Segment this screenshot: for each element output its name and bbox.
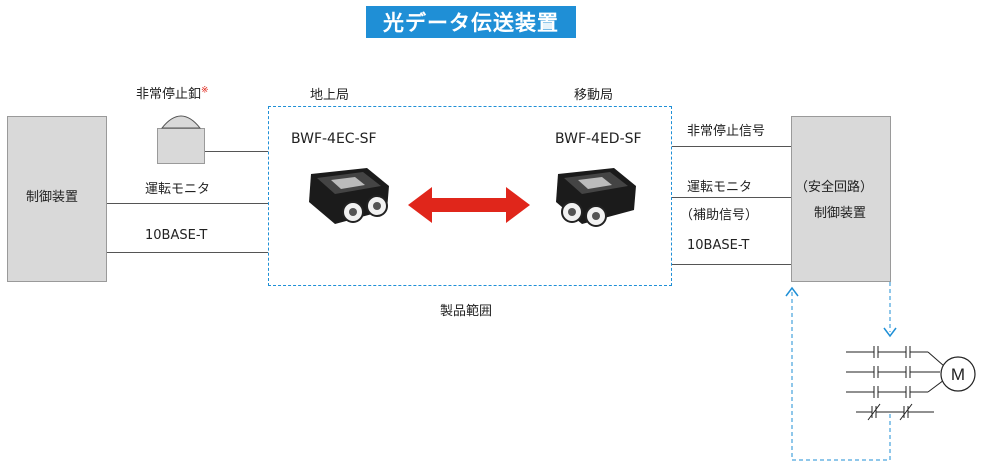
left-control-device-label: 制御装置 (26, 190, 79, 205)
estop-line (205, 151, 268, 152)
right-control-device-line1: （安全回路） (795, 180, 874, 195)
left-network-line (107, 252, 268, 253)
ground-station-model: BWF-4EC-SF (291, 131, 377, 147)
diagram-title: 光データ伝送装置 (366, 6, 576, 38)
right-monitor-line (672, 197, 791, 198)
mobile-station-model: BWF-4ED-SF (555, 131, 642, 147)
left-monitor-label: 運転モニタ (145, 182, 211, 197)
motor-contactor-circuit (846, 346, 945, 421)
estop-button-text: 非常停止釦 (136, 87, 202, 102)
bidirectional-transmission-arrow-icon (408, 187, 530, 223)
mobile-station-label: 移動局 (574, 88, 614, 103)
right-monitor-label: 運転モニタ (687, 180, 753, 195)
product-range-label: 製品範囲 (440, 304, 493, 319)
right-network-line (672, 264, 791, 265)
motor-icon (940, 356, 976, 392)
feedback-loop (791, 282, 891, 461)
ground-station-device-icon (309, 168, 389, 224)
right-monitor-sub-label: （補助信号） (680, 208, 759, 223)
left-monitor-line (107, 203, 268, 204)
mobile-station-device-icon (556, 168, 636, 227)
right-control-device-line2: 制御装置 (814, 206, 867, 221)
left-network-label: 10BASE-T (145, 228, 208, 243)
right-control-device (791, 116, 891, 282)
estop-button-dome (160, 115, 202, 129)
estop-button-label: 非常停止釦※ (136, 83, 209, 102)
left-control-device (7, 116, 107, 282)
feedback-up-arrow-icon (785, 286, 799, 297)
motor-label: M (951, 365, 965, 384)
right-estop-line (672, 146, 791, 147)
footnote-mark: ※ (201, 85, 209, 96)
right-estop-label: 非常停止信号 (687, 124, 766, 139)
feedback-down-arrow-icon (883, 327, 897, 338)
right-network-label: 10BASE-T (687, 238, 750, 253)
product-range-boundary (268, 106, 672, 286)
estop-button-body (157, 128, 205, 164)
ground-station-label: 地上局 (310, 88, 350, 103)
